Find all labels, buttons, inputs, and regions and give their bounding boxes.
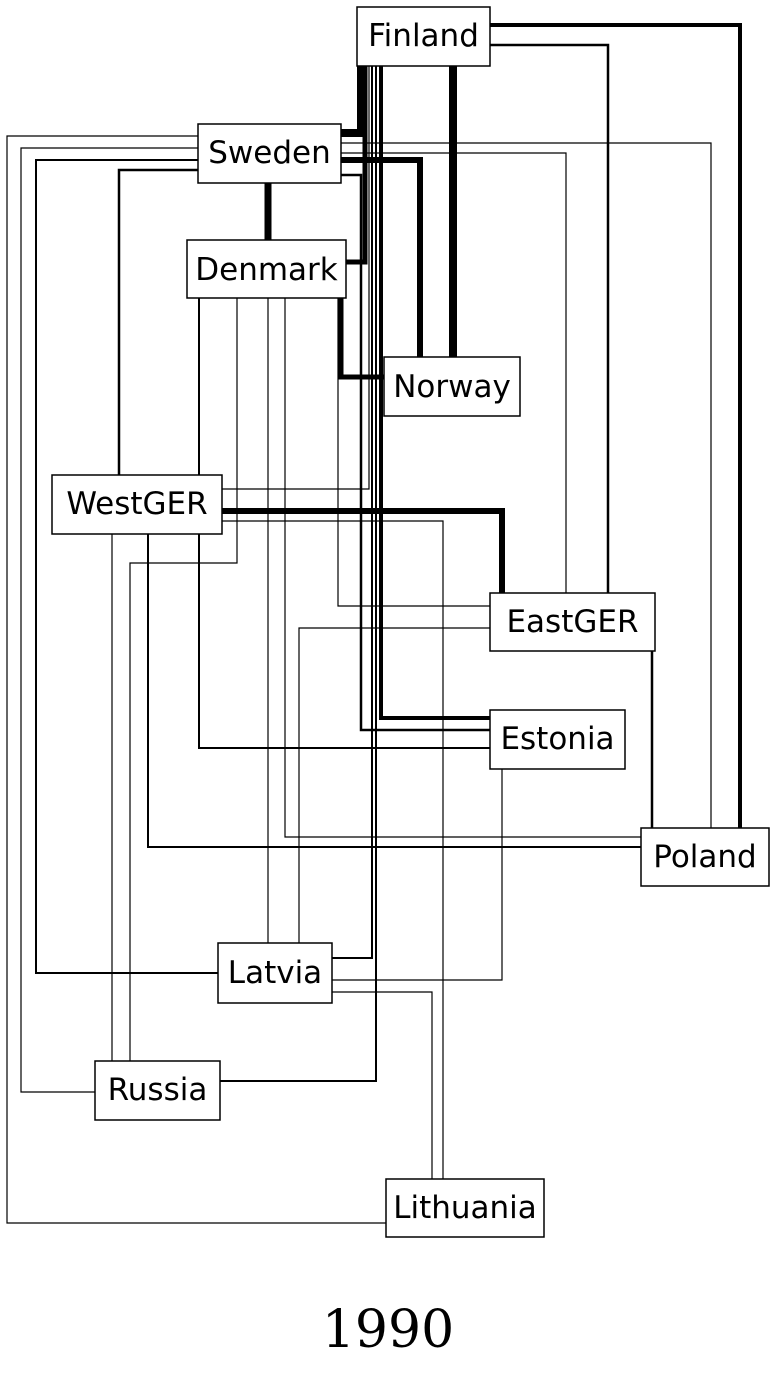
node-sweden: Sweden bbox=[197, 123, 342, 184]
edge-sweden-latvia bbox=[35, 159, 218, 974]
edges bbox=[6, 23, 742, 1224]
edge-sweden-eastger bbox=[341, 152, 567, 593]
edge-westger-lithuania bbox=[222, 520, 444, 1179]
edge-finland-latvia bbox=[332, 66, 373, 959]
edge-denmark-poland bbox=[284, 298, 641, 838]
edge-denmark-norway bbox=[338, 298, 384, 380]
edge-denmark-estonia bbox=[198, 298, 490, 749]
edge-finland-russia bbox=[220, 66, 377, 1082]
edge-sweden-norway bbox=[341, 157, 423, 357]
edge-denmark-russia bbox=[129, 298, 238, 1061]
node-russia: Russia bbox=[94, 1060, 221, 1121]
edge-finland-poland bbox=[490, 23, 742, 828]
edge-westger-eastger bbox=[222, 508, 505, 593]
node-finland: Finland bbox=[356, 6, 491, 67]
edge-latvia-lithuania bbox=[332, 991, 433, 1179]
node-label-norway: Norway bbox=[393, 369, 511, 405]
node-label-poland: Poland bbox=[653, 839, 757, 875]
node-westger: WestGER bbox=[51, 474, 223, 535]
edge-sweden-russia bbox=[20, 147, 198, 1093]
year-label: 1990 bbox=[322, 1300, 454, 1360]
node-lithuania: Lithuania bbox=[385, 1178, 545, 1238]
node-label-lithuania: Lithuania bbox=[393, 1190, 537, 1226]
node-label-denmark: Denmark bbox=[195, 252, 338, 288]
edge-sweden-poland bbox=[341, 142, 712, 828]
node-label-russia: Russia bbox=[108, 1072, 208, 1108]
edge-estonia-latvia bbox=[332, 769, 503, 981]
edge-sweden-lithuania bbox=[6, 135, 386, 1224]
node-label-finland: Finland bbox=[368, 18, 479, 54]
node-denmark: Denmark bbox=[186, 239, 347, 299]
node-eastger: EastGER bbox=[489, 592, 656, 652]
node-label-eastger: EastGER bbox=[506, 604, 638, 640]
node-label-sweden: Sweden bbox=[208, 135, 331, 171]
node-estonia: Estonia bbox=[489, 709, 626, 770]
node-poland: Poland bbox=[640, 827, 770, 887]
node-label-latvia: Latvia bbox=[228, 955, 322, 991]
edge-westger-poland bbox=[147, 534, 641, 848]
edge-denmark-eastger bbox=[337, 298, 490, 607]
edge-finland-denmark bbox=[346, 66, 368, 265]
node-norway: Norway bbox=[383, 356, 521, 417]
node-latvia: Latvia bbox=[217, 942, 333, 1004]
edge-finland-sweden bbox=[341, 66, 365, 137]
edge-sweden-estonia bbox=[341, 173, 490, 732]
edge-eastger-latvia bbox=[298, 627, 490, 943]
edge-finland-westger bbox=[222, 66, 370, 490]
edge-finland-estonia bbox=[379, 66, 490, 720]
edge-finland-eastger bbox=[490, 43, 610, 593]
node-label-estonia: Estonia bbox=[500, 721, 614, 757]
edge-sweden-westger bbox=[117, 168, 198, 475]
nodes: Finland Sweden Denmark Norway WestGER Ea… bbox=[51, 6, 770, 1238]
node-label-westger: WestGER bbox=[66, 486, 207, 522]
